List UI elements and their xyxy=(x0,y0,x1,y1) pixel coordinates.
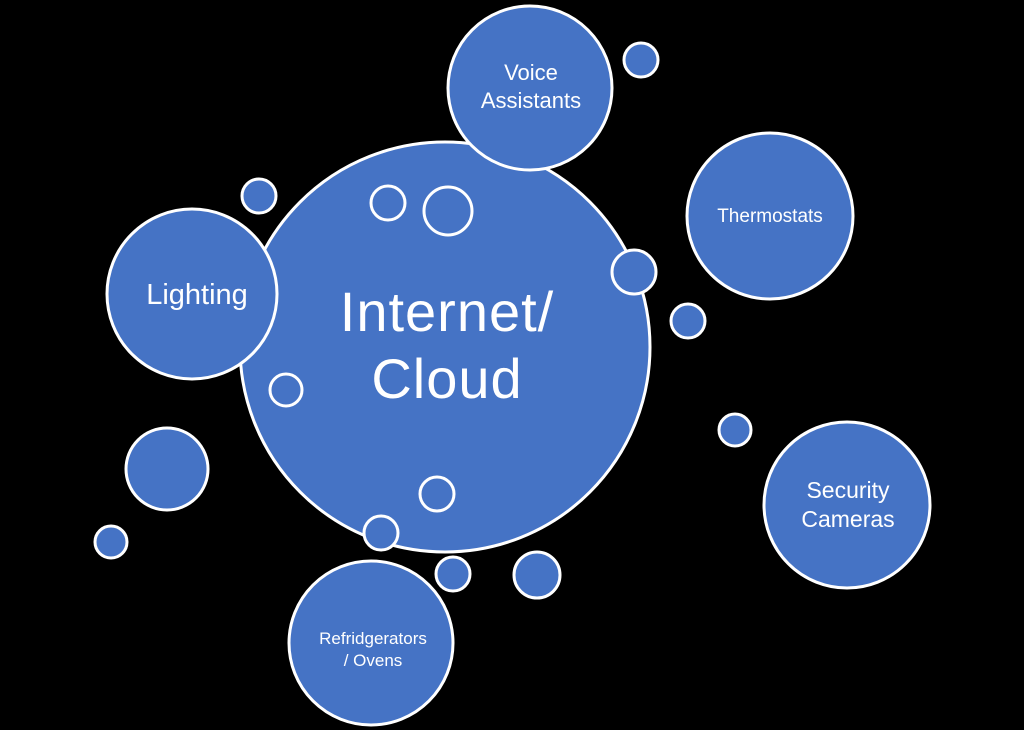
voice-assistants-label-line2: Assistants xyxy=(480,88,582,113)
decorative-bubble xyxy=(610,248,658,296)
hub-label: Internet/ Cloud xyxy=(340,278,554,412)
security-cameras-circle xyxy=(762,420,932,590)
lighting-circle xyxy=(105,207,279,381)
hub-label-line1: Internet/ xyxy=(339,280,555,343)
decorative-bubble xyxy=(124,426,210,512)
security-cameras-label: Security Cameras xyxy=(801,476,894,534)
lighting-label: Lighting xyxy=(146,278,248,312)
inner-ring-bubble xyxy=(422,185,474,237)
decorative-bubble xyxy=(717,412,753,448)
inner-ring-bubble xyxy=(418,475,456,513)
voice-assistants-label-line1: Voice xyxy=(504,60,558,85)
inner-ring-bubble xyxy=(268,372,304,408)
thermostats-label: Thermostats xyxy=(717,205,823,229)
refrigerators-ovens-label-line1: Refridgerators xyxy=(319,629,427,648)
decorative-bubble xyxy=(93,524,129,560)
inner-ring-bubble xyxy=(369,184,407,222)
refrigerators-ovens-label: Refridgerators / Ovens xyxy=(319,628,427,672)
decorative-bubble xyxy=(434,555,472,593)
refrigerators-ovens-circle xyxy=(287,559,455,727)
refrigerators-ovens-label-line2: / Ovens xyxy=(343,651,403,670)
decorative-bubble xyxy=(622,41,660,79)
voice-assistants-circle xyxy=(446,4,614,172)
security-cameras-label-line2: Cameras xyxy=(801,506,895,532)
decorative-bubble xyxy=(669,302,707,340)
lighting-label-line1: Lighting xyxy=(146,279,248,311)
decorative-bubble xyxy=(362,514,400,552)
thermostats-label-line1: Thermostats xyxy=(717,206,823,227)
security-cameras-label-line1: Security xyxy=(806,477,890,503)
thermostats-circle xyxy=(685,131,855,301)
decorative-bubble xyxy=(240,177,278,215)
decorative-bubble xyxy=(512,550,562,600)
hub-label-line2: Cloud xyxy=(371,347,523,410)
voice-assistants-label: Voice Assistants xyxy=(481,59,581,115)
